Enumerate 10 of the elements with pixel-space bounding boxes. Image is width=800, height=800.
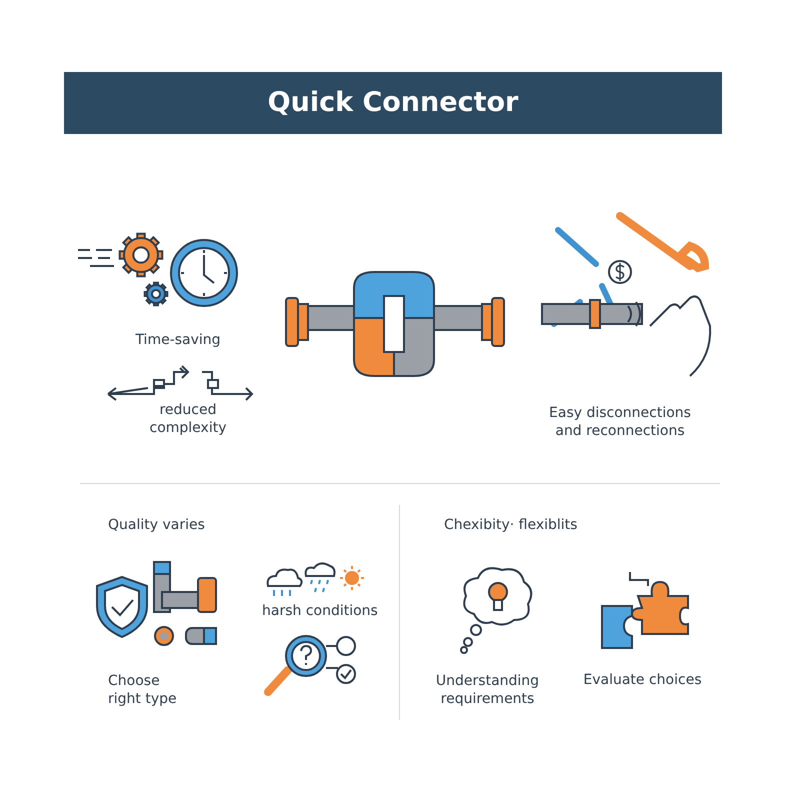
section-heading: Quality varies <box>108 516 206 534</box>
benefit-label: reduced complexity <box>148 401 228 437</box>
step-label: Understanding requirements <box>434 672 540 708</box>
factor-label: Choose right type <box>108 672 178 708</box>
benefit-label: Easy disconnections and reconnections <box>548 404 692 440</box>
title-banner: Quick Connector <box>64 72 722 134</box>
section-heading: Chexibity· flexiblits <box>444 516 578 534</box>
factor-label: harsh conditions <box>262 602 379 620</box>
step-label: Evaluate choices <box>582 671 703 689</box>
benefit-label: Time-saving <box>134 331 222 349</box>
